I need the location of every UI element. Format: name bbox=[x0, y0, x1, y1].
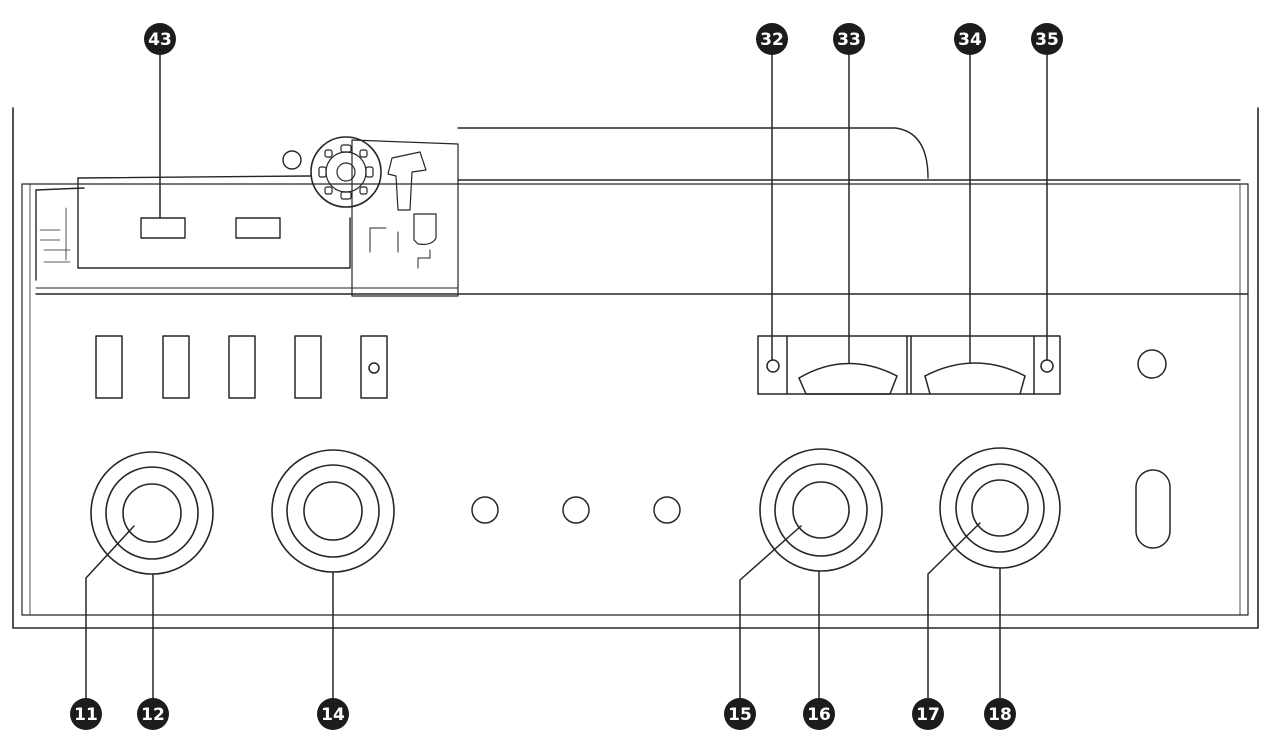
indicator-lamp-right bbox=[1040, 359, 1054, 373]
function-button-5-indicator bbox=[368, 362, 380, 374]
knob-17-18 bbox=[939, 447, 1061, 569]
leader-lines bbox=[85, 53, 1048, 713]
power-switch bbox=[1135, 469, 1171, 549]
callout-14: 14 bbox=[317, 698, 349, 730]
function-button-5 bbox=[360, 335, 388, 399]
callout-16-label: 16 bbox=[807, 705, 831, 725]
vu-meter-right bbox=[924, 362, 1026, 395]
callout-15-label: 15 bbox=[728, 705, 752, 725]
jack-2 bbox=[562, 496, 590, 524]
callout-15: 15 bbox=[724, 698, 756, 730]
pin-small bbox=[282, 150, 302, 170]
callout-12: 12 bbox=[137, 698, 169, 730]
callout-11-label: 11 bbox=[74, 705, 98, 725]
cabinet-outline bbox=[12, 107, 1259, 629]
callout-17-label: 17 bbox=[916, 705, 940, 725]
vu-meter-left bbox=[798, 362, 898, 395]
knob-14 bbox=[271, 449, 395, 573]
headphone-jack bbox=[1137, 349, 1167, 379]
vu-meter-panel bbox=[757, 335, 1061, 395]
tape-transport-area bbox=[35, 127, 1249, 295]
function-button-1 bbox=[95, 335, 123, 399]
callout-12-label: 12 bbox=[141, 705, 165, 725]
leader-15 bbox=[739, 525, 802, 713]
callout-33: 33 bbox=[833, 23, 865, 55]
jack-3 bbox=[653, 496, 681, 524]
callout-32: 32 bbox=[756, 23, 788, 55]
indicator-lamp-left bbox=[766, 359, 780, 373]
knob-15-16 bbox=[759, 448, 883, 572]
callout-16: 16 bbox=[803, 698, 835, 730]
callout-11: 11 bbox=[70, 698, 102, 730]
function-button-2 bbox=[162, 335, 190, 399]
callout-35: 35 bbox=[1031, 23, 1063, 55]
callout-33-label: 33 bbox=[837, 30, 861, 50]
head-slot-1 bbox=[140, 217, 186, 239]
reel-hub bbox=[310, 136, 382, 208]
input-jacks bbox=[471, 496, 681, 524]
leader-17 bbox=[927, 522, 981, 713]
callout-18: 18 bbox=[984, 698, 1016, 730]
callout-14-label: 14 bbox=[321, 705, 345, 725]
callout-34: 34 bbox=[954, 23, 986, 55]
callout-34-label: 34 bbox=[958, 30, 982, 50]
head-block bbox=[35, 139, 459, 297]
leader-11 bbox=[85, 525, 135, 713]
head-slot-2 bbox=[235, 217, 281, 239]
callout-17: 17 bbox=[912, 698, 944, 730]
function-buttons bbox=[95, 335, 388, 399]
knob-11-12 bbox=[90, 451, 214, 575]
callout-18-label: 18 bbox=[988, 705, 1012, 725]
callout-32-label: 32 bbox=[760, 30, 784, 50]
jack-1 bbox=[471, 496, 499, 524]
function-button-3 bbox=[228, 335, 256, 399]
callout-35-label: 35 bbox=[1035, 30, 1059, 50]
function-button-4 bbox=[294, 335, 322, 399]
callout-43-label: 43 bbox=[148, 30, 172, 50]
callout-43: 43 bbox=[144, 23, 176, 55]
